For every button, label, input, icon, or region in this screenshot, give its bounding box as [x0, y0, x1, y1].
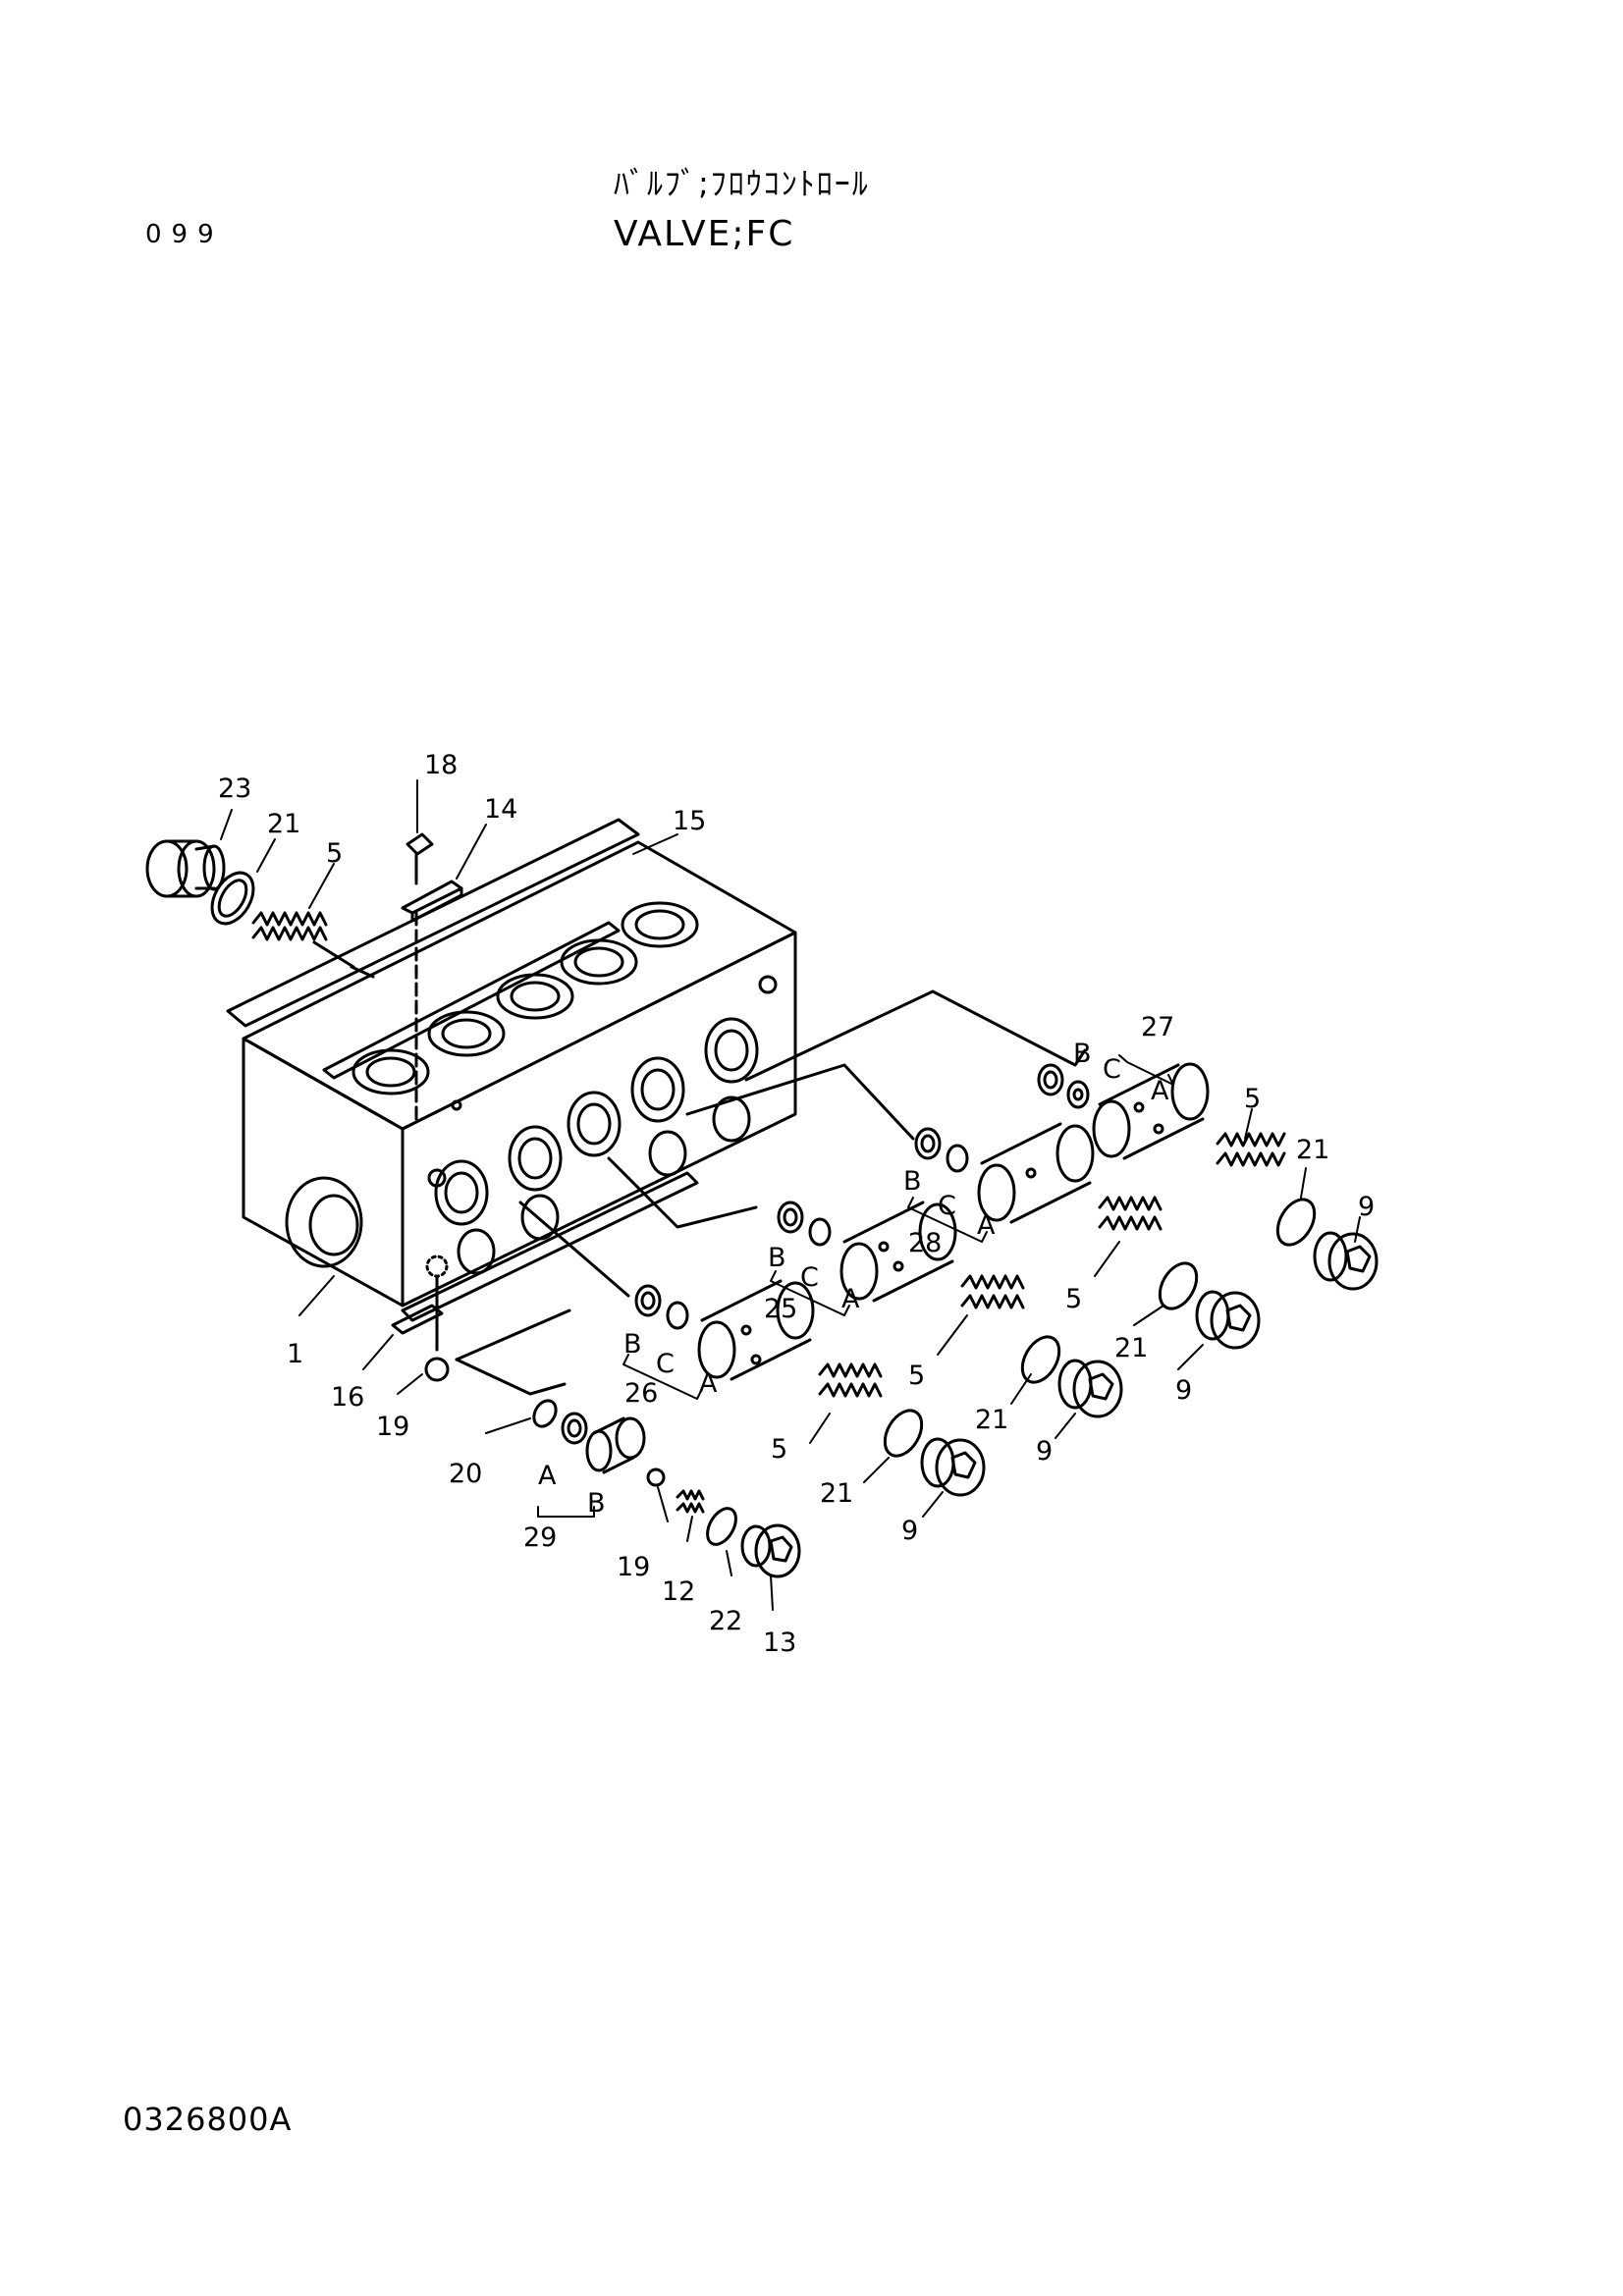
- callout-20: 20: [449, 1459, 482, 1489]
- callout-21: 21: [267, 809, 300, 839]
- left-plug-assembly: [145, 839, 375, 979]
- callout-25: 25: [764, 1294, 797, 1324]
- callout-12: 12: [662, 1576, 695, 1607]
- leader-lines: [220, 779, 1361, 1611]
- callout-5: 5: [1244, 1084, 1261, 1114]
- spool-assembly-25: [607, 1156, 1123, 1418]
- subpart-27-a: A: [1151, 1076, 1169, 1106]
- callout-1: 1: [287, 1339, 303, 1369]
- callout-26: 26: [624, 1378, 658, 1409]
- subpart-27-c: C: [1103, 1054, 1121, 1085]
- spool-assembly-28: [685, 1063, 1261, 1350]
- page-number: 099: [145, 220, 224, 249]
- callout-16: 16: [331, 1382, 364, 1413]
- subpart-27-b: B: [1073, 1039, 1092, 1069]
- callout-labels: 1 5 5 5 5 5 9 9 9 9 12 13 14 15 16 18 19…: [218, 750, 1375, 1658]
- callout-21: 21: [1296, 1135, 1329, 1165]
- relief-assembly: [391, 1274, 801, 1578]
- subpart-29-b: B: [587, 1488, 606, 1519]
- callout-19: 19: [617, 1552, 650, 1582]
- callout-5: 5: [326, 838, 343, 869]
- subpart-28-c: C: [938, 1191, 956, 1221]
- callout-15: 15: [673, 806, 706, 836]
- subpart-25-a: A: [841, 1284, 860, 1314]
- callout-5: 5: [771, 1434, 787, 1465]
- subpart-28-b: B: [903, 1166, 922, 1197]
- callout-22: 22: [709, 1606, 742, 1636]
- callout-23: 23: [218, 774, 251, 804]
- subpart-26-c: C: [656, 1349, 675, 1379]
- drawing-code: 0326800A: [123, 2101, 293, 2138]
- assembly-brackets: [537, 1054, 1174, 1518]
- callout-28: 28: [908, 1228, 942, 1258]
- callout-13: 13: [763, 1628, 796, 1658]
- nameplate-screw: [401, 832, 463, 1121]
- title-japanese: ﾊﾞﾙﾌﾞ;ﾌﾛｳｺﾝﾄﾛｰﾙ: [614, 165, 870, 202]
- subpart-25-c: C: [800, 1262, 819, 1293]
- callout-21: 21: [820, 1478, 853, 1509]
- callout-21: 21: [1114, 1333, 1148, 1363]
- callout-27: 27: [1141, 1012, 1174, 1042]
- subpart-26-b: B: [623, 1329, 642, 1360]
- callout-9: 9: [1175, 1375, 1192, 1406]
- callout-9: 9: [901, 1516, 918, 1546]
- subpart-26-a: A: [699, 1368, 718, 1399]
- callout-5: 5: [908, 1361, 925, 1391]
- title-english: VALVE;FC: [614, 214, 795, 254]
- spool-assembly-27: [744, 989, 1379, 1291]
- callout-21: 21: [975, 1405, 1008, 1435]
- valve-body: [226, 818, 797, 1322]
- callout-19: 19: [376, 1412, 409, 1442]
- callout-9: 9: [1036, 1436, 1053, 1467]
- callout-14: 14: [484, 794, 517, 825]
- callout-9: 9: [1358, 1192, 1375, 1222]
- spool-assembly-26: [518, 1201, 986, 1497]
- subpart-28-a: A: [977, 1210, 996, 1241]
- callout-5: 5: [1065, 1284, 1082, 1314]
- subpart-25-b: B: [768, 1243, 786, 1273]
- callout-29: 29: [523, 1522, 557, 1553]
- subpart-29-a: A: [538, 1461, 557, 1491]
- callout-18: 18: [424, 750, 458, 780]
- subpart-labels: B C A B C A B C A B C A A B: [538, 1039, 1169, 1519]
